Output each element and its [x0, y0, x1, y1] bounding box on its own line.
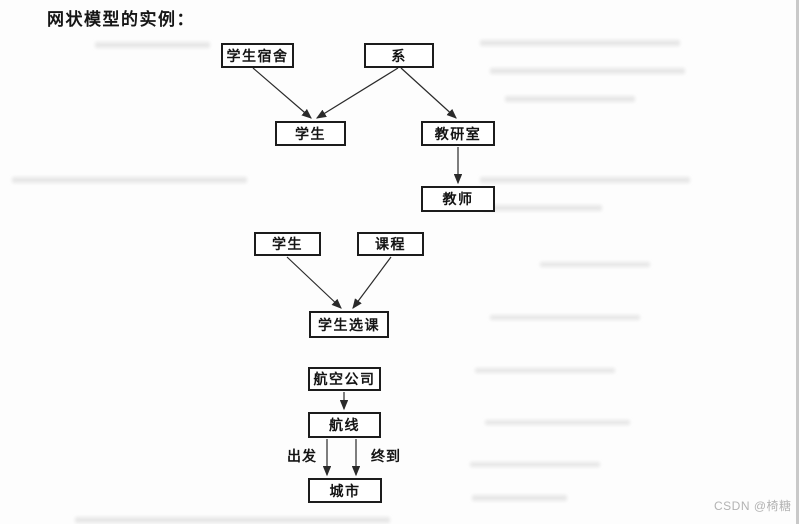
arrow-course-to-enroll — [352, 256, 392, 309]
edge-label-depart: 出发 — [287, 450, 317, 465]
node-student-dorm: 学生宿舍 — [221, 43, 294, 68]
background-smudge — [472, 495, 567, 501]
background-smudge — [480, 177, 690, 183]
node-department: 系 — [364, 43, 434, 68]
arrow-student-to-enroll — [286, 256, 342, 309]
background-smudge — [540, 262, 650, 267]
background-smudge — [475, 368, 615, 373]
node-city: 城市 — [308, 478, 382, 503]
node-student: 学生 — [275, 121, 346, 146]
page-title: 网状模型的实例： — [47, 10, 195, 29]
background-smudge — [490, 315, 640, 320]
node-course-selection: 学生选课 — [309, 311, 389, 338]
node-air-route: 航线 — [308, 412, 381, 438]
node-research-office: 教研室 — [421, 121, 495, 146]
background-smudge — [480, 40, 680, 46]
background-smudge — [505, 96, 635, 102]
watermark: CSDN @椅糖 — [714, 499, 792, 513]
node-airline-company: 航空公司 — [308, 367, 381, 391]
arrow-dorm-to-student — [252, 67, 312, 119]
arrow-dept-to-office — [400, 67, 457, 119]
background-smudge — [482, 205, 602, 211]
edge-label-arrive: 终到 — [371, 450, 401, 465]
background-smudge — [470, 462, 600, 467]
background-smudge — [485, 420, 630, 425]
background-smudge — [490, 68, 685, 74]
arrow-dept-to-student — [315, 67, 399, 119]
node-student-2: 学生 — [254, 232, 321, 256]
background-smudge — [75, 517, 390, 523]
page-right-border — [796, 0, 799, 524]
background-smudge — [95, 42, 210, 48]
node-teacher: 教师 — [421, 186, 495, 212]
node-course: 课程 — [357, 232, 424, 256]
background-smudge — [12, 177, 247, 183]
